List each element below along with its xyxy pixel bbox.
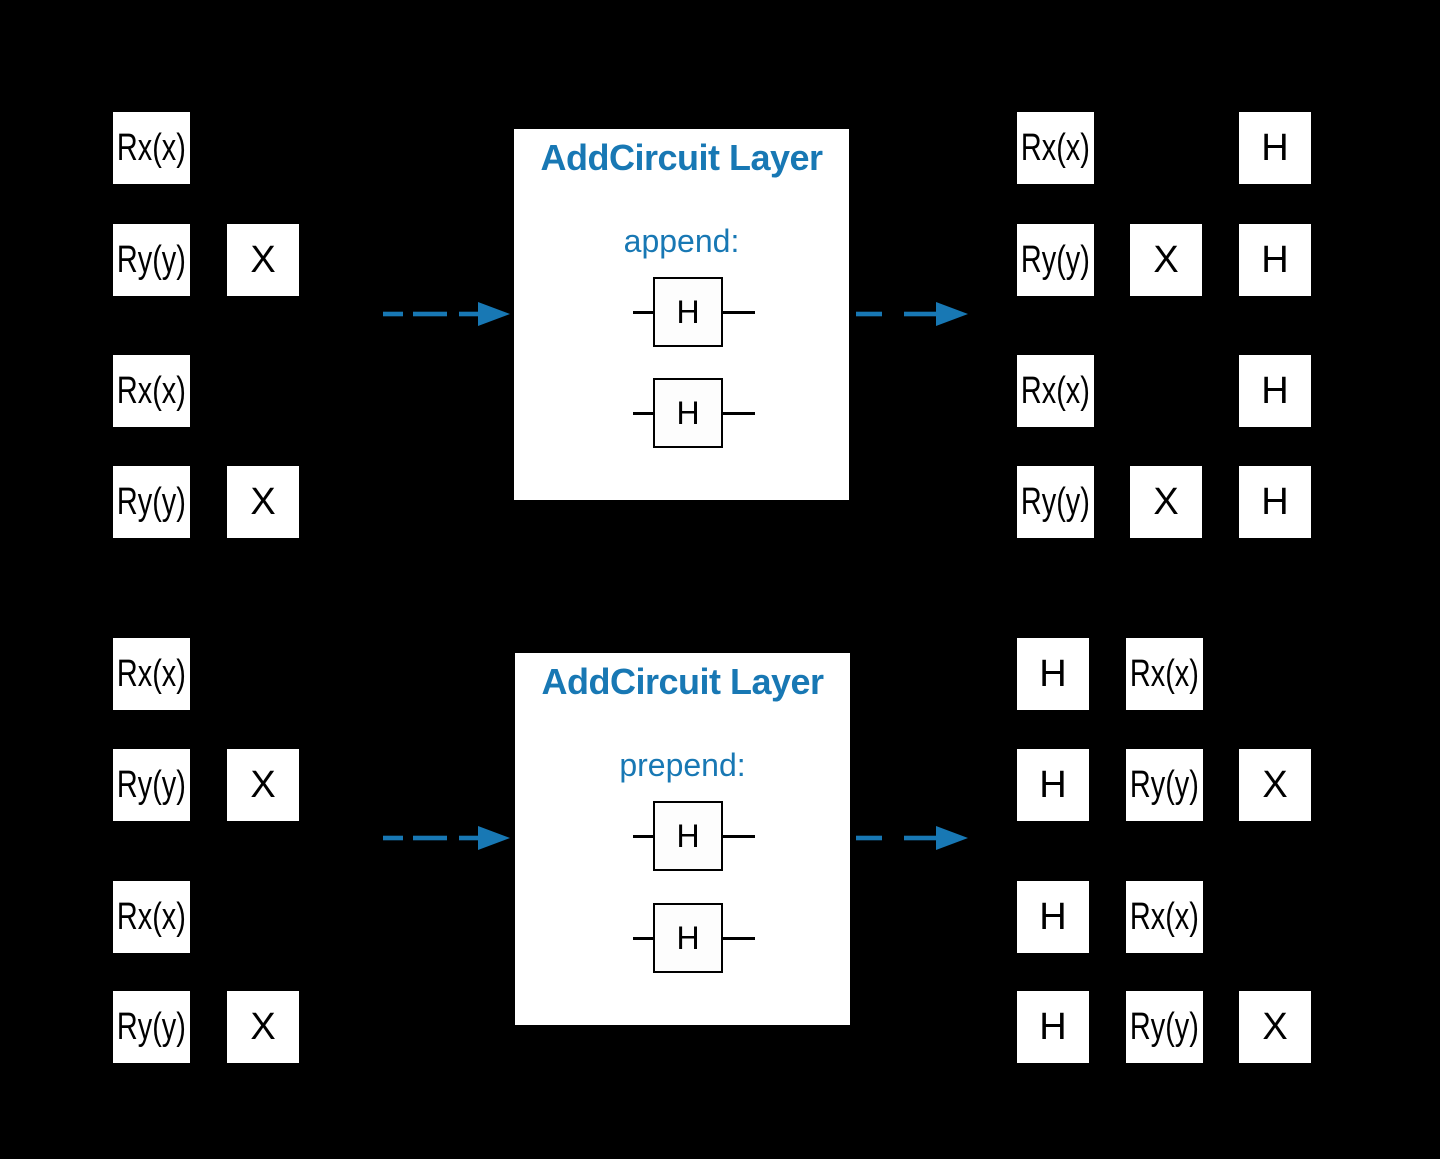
wire-segment: [723, 834, 755, 838]
dashed-arrow-icon: [852, 300, 972, 333]
wire-segment: [723, 411, 755, 415]
gate-h: H: [653, 903, 723, 973]
gate-label: Rx(x): [117, 652, 186, 695]
gate-h: H: [653, 378, 723, 448]
gate-x: X: [1130, 224, 1202, 296]
gate-rx: Rx(x): [113, 638, 190, 710]
gate-label: H: [1039, 763, 1067, 806]
gate-ry: Ry(y): [1017, 224, 1094, 296]
gate-label: Ry(y): [117, 480, 186, 523]
gate-label: Rx(x): [1130, 652, 1199, 695]
gate-x: X: [227, 224, 299, 296]
gate-rx: Rx(x): [1126, 881, 1203, 953]
gate-label: H: [676, 394, 700, 431]
gate-x: X: [227, 466, 299, 538]
gate-h: H: [1239, 112, 1311, 184]
panel-title: AddCircuit Layer: [540, 137, 823, 178]
addcircuit-panel-append: AddCircuit Layer append: H H: [514, 129, 849, 500]
gate-label: H: [1261, 126, 1289, 169]
h-gate-on-wire: H: [633, 378, 755, 448]
h-gate-on-wire: H: [633, 801, 755, 871]
gate-label: X: [1153, 480, 1179, 523]
gate-label: X: [250, 1005, 276, 1048]
gate-x: X: [1130, 466, 1202, 538]
gate-rx: Rx(x): [1126, 638, 1203, 710]
panel-mode-label: prepend:: [619, 747, 746, 783]
gate-label: Ry(y): [1130, 1005, 1199, 1048]
gate-label: Rx(x): [1021, 369, 1090, 412]
gate-label: X: [250, 763, 276, 806]
gate-rx: Rx(x): [113, 112, 190, 184]
gate-label: Rx(x): [1021, 126, 1090, 169]
gate-label: Rx(x): [117, 126, 186, 169]
gate-label: X: [1153, 238, 1179, 281]
gate-x: X: [227, 991, 299, 1063]
wire-segment: [723, 936, 755, 940]
gate-label: X: [1262, 763, 1288, 806]
panel-title: AddCircuit Layer: [541, 661, 824, 702]
gate-label: H: [1039, 1005, 1067, 1048]
panel-mode-label: append:: [623, 223, 740, 259]
dashed-arrow-icon: [852, 824, 972, 857]
gate-ry: Ry(y): [1126, 991, 1203, 1063]
gate-h: H: [1017, 638, 1089, 710]
gate-x: X: [1239, 991, 1311, 1063]
gate-x: X: [1239, 749, 1311, 821]
gate-ry: Ry(y): [113, 224, 190, 296]
gate-ry: Ry(y): [113, 466, 190, 538]
gate-rx: Rx(x): [113, 881, 190, 953]
gate-h: H: [653, 801, 723, 871]
gate-label: H: [1039, 895, 1067, 938]
gate-label: Ry(y): [117, 238, 186, 281]
gate-rx: Rx(x): [1017, 112, 1094, 184]
gate-label: H: [676, 293, 700, 330]
gate-label: X: [1262, 1005, 1288, 1048]
gate-label: X: [250, 238, 276, 281]
gate-ry: Ry(y): [1017, 466, 1094, 538]
gate-label: Ry(y): [117, 1005, 186, 1048]
wire-segment: [633, 936, 653, 940]
gate-label: Ry(y): [1130, 763, 1199, 806]
gate-ry: Ry(y): [113, 991, 190, 1063]
gate-h: H: [1239, 224, 1311, 296]
gate-ry: Ry(y): [1126, 749, 1203, 821]
gate-label: H: [676, 919, 700, 956]
gate-label: H: [1039, 652, 1067, 695]
gate-h: H: [1017, 749, 1089, 821]
h-gate-on-wire: H: [633, 277, 755, 347]
gate-label: H: [1261, 238, 1289, 281]
wire-segment: [633, 411, 653, 415]
gate-label: X: [250, 480, 276, 523]
gate-label: Ry(y): [117, 763, 186, 806]
wire-segment: [723, 310, 755, 314]
dashed-arrow-icon: [380, 824, 512, 857]
gate-label: Ry(y): [1021, 238, 1090, 281]
h-gate-on-wire: H: [633, 903, 755, 973]
gate-label: H: [1261, 480, 1289, 523]
gate-label: Ry(y): [1021, 480, 1090, 523]
gate-label: Rx(x): [117, 369, 186, 412]
gate-h: H: [1239, 355, 1311, 427]
wire-segment: [633, 834, 653, 838]
gate-h: H: [1017, 991, 1089, 1063]
gate-label: Rx(x): [1130, 895, 1199, 938]
gate-label: Rx(x): [117, 895, 186, 938]
gate-rx: Rx(x): [113, 355, 190, 427]
gate-rx: Rx(x): [1017, 355, 1094, 427]
gate-h: H: [1017, 881, 1089, 953]
gate-ry: Ry(y): [113, 749, 190, 821]
gate-h: H: [653, 277, 723, 347]
gate-label: H: [676, 817, 700, 854]
addcircuit-panel-prepend: AddCircuit Layer prepend: H H: [515, 653, 850, 1025]
dashed-arrow-icon: [380, 300, 512, 333]
gate-h: H: [1239, 466, 1311, 538]
gate-label: H: [1261, 369, 1289, 412]
gate-x: X: [227, 749, 299, 821]
wire-segment: [633, 310, 653, 314]
